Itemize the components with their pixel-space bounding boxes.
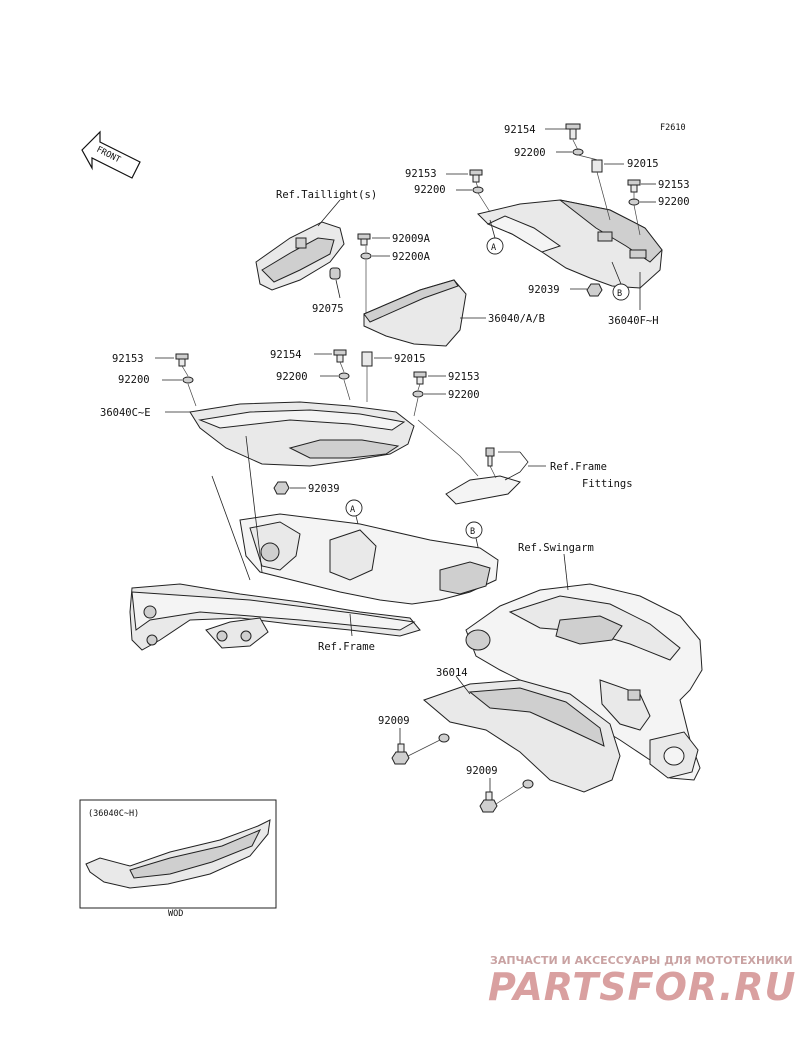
front-arrow-icon: FRONT	[81, 130, 141, 179]
svg-text:A: A	[350, 505, 355, 515]
bolt-92009-a	[391, 743, 410, 765]
label-92009-a: 92009	[378, 715, 410, 727]
label-92200-mid: 92200	[414, 184, 446, 196]
center-cover-36040	[363, 279, 467, 347]
label-92153-center: 92153	[448, 371, 480, 383]
label-92153-right: 92153	[658, 179, 690, 191]
frame-fittings	[445, 447, 521, 505]
watermark-subtitle: ЗАПЧАСТИ И АКСЕССУАРЫ ДЛЯ МОТОТЕХНИКИ	[490, 954, 793, 967]
label-92153-top: 92153	[405, 168, 437, 180]
bolt-92009-b	[479, 791, 498, 813]
label-ref-frame: Ref.Frame	[318, 641, 375, 653]
label-92015-right: 92015	[627, 158, 659, 170]
marker-B-upper: B	[611, 261, 630, 301]
chain-guard-36014	[423, 679, 621, 793]
washer-92200-center	[338, 372, 350, 380]
label-92200-right: 92200	[658, 196, 690, 208]
washer-92200-center-r	[412, 390, 424, 398]
label-92154-mid: 92154	[270, 349, 302, 361]
screw-92153-center	[413, 371, 427, 385]
inset-title: (36040C~H)	[88, 809, 139, 819]
screw-92153-top	[469, 169, 483, 183]
inset-side-cover	[85, 819, 271, 889]
screw-92154-mid	[333, 349, 347, 363]
rear-frame	[129, 435, 499, 651]
label-ref-swingarm: Ref.Swingarm	[518, 542, 594, 554]
label-92154-top: 92154	[504, 124, 536, 136]
label-92200A: 92200A	[392, 251, 431, 263]
collar-92015-right	[591, 159, 603, 173]
swingarm	[465, 583, 703, 781]
label-36014: 36014	[436, 667, 468, 679]
label-92200-top: 92200	[514, 147, 546, 159]
label-36040-A-B: 36040/A/B	[488, 313, 545, 325]
label-36040F-H: 36040F~H	[608, 315, 659, 327]
clip-nut-92039-lower	[273, 481, 290, 495]
side-cover-upper-right	[477, 199, 663, 289]
marker-A-upper: A	[486, 219, 504, 255]
label-ref-frame-fittings-1: Ref.Frame	[550, 461, 607, 473]
label-92039-upper: 92039	[528, 284, 560, 296]
label-92009-b: 92009	[466, 765, 498, 777]
figure-code: F2610	[660, 123, 686, 133]
label-92153-left: 92153	[112, 353, 144, 365]
label-ref-frame-fittings-2: Fittings	[582, 478, 633, 490]
label-92039-lower: 92039	[308, 483, 340, 495]
washer-92200-left	[182, 376, 194, 384]
collar-92015-mid	[361, 351, 373, 367]
side-cover-36040C-E	[189, 401, 415, 467]
label-ref-taillight: Ref.Taillight(s)	[276, 189, 377, 201]
watermark-logo: ЗАПЧАСТИ И АКСЕССУАРЫ ДЛЯ МОТОТЕХНИКИ PA…	[488, 954, 796, 1009]
screw-92009A	[357, 233, 371, 246]
svg-text:B: B	[470, 527, 475, 537]
inset-box: (36040C~H) WOD	[79, 799, 277, 919]
clip-nut-92039-upper	[586, 283, 603, 297]
svg-text:A: A	[491, 243, 496, 253]
label-92200-center: 92200	[276, 371, 308, 383]
screw-92154-top	[565, 123, 581, 140]
watermark-brand: PARTSFOR.RU	[488, 965, 796, 1009]
svg-text:B: B	[617, 289, 622, 299]
label-36040C-E: 36040C~E	[100, 407, 151, 419]
label-92075: 92075	[312, 303, 344, 315]
washer-92200A	[360, 252, 372, 260]
inset-caption: WOD	[168, 909, 183, 919]
label-92015-mid: 92015	[394, 353, 426, 365]
label-92200-center-r: 92200	[448, 389, 480, 401]
screw-92153-left	[175, 353, 189, 367]
screw-92153-right	[627, 179, 641, 193]
label-92009A: 92009A	[392, 233, 431, 245]
grommet-92075	[329, 267, 341, 280]
taillight-assembly	[255, 221, 345, 291]
label-92200-left: 92200	[118, 374, 150, 386]
